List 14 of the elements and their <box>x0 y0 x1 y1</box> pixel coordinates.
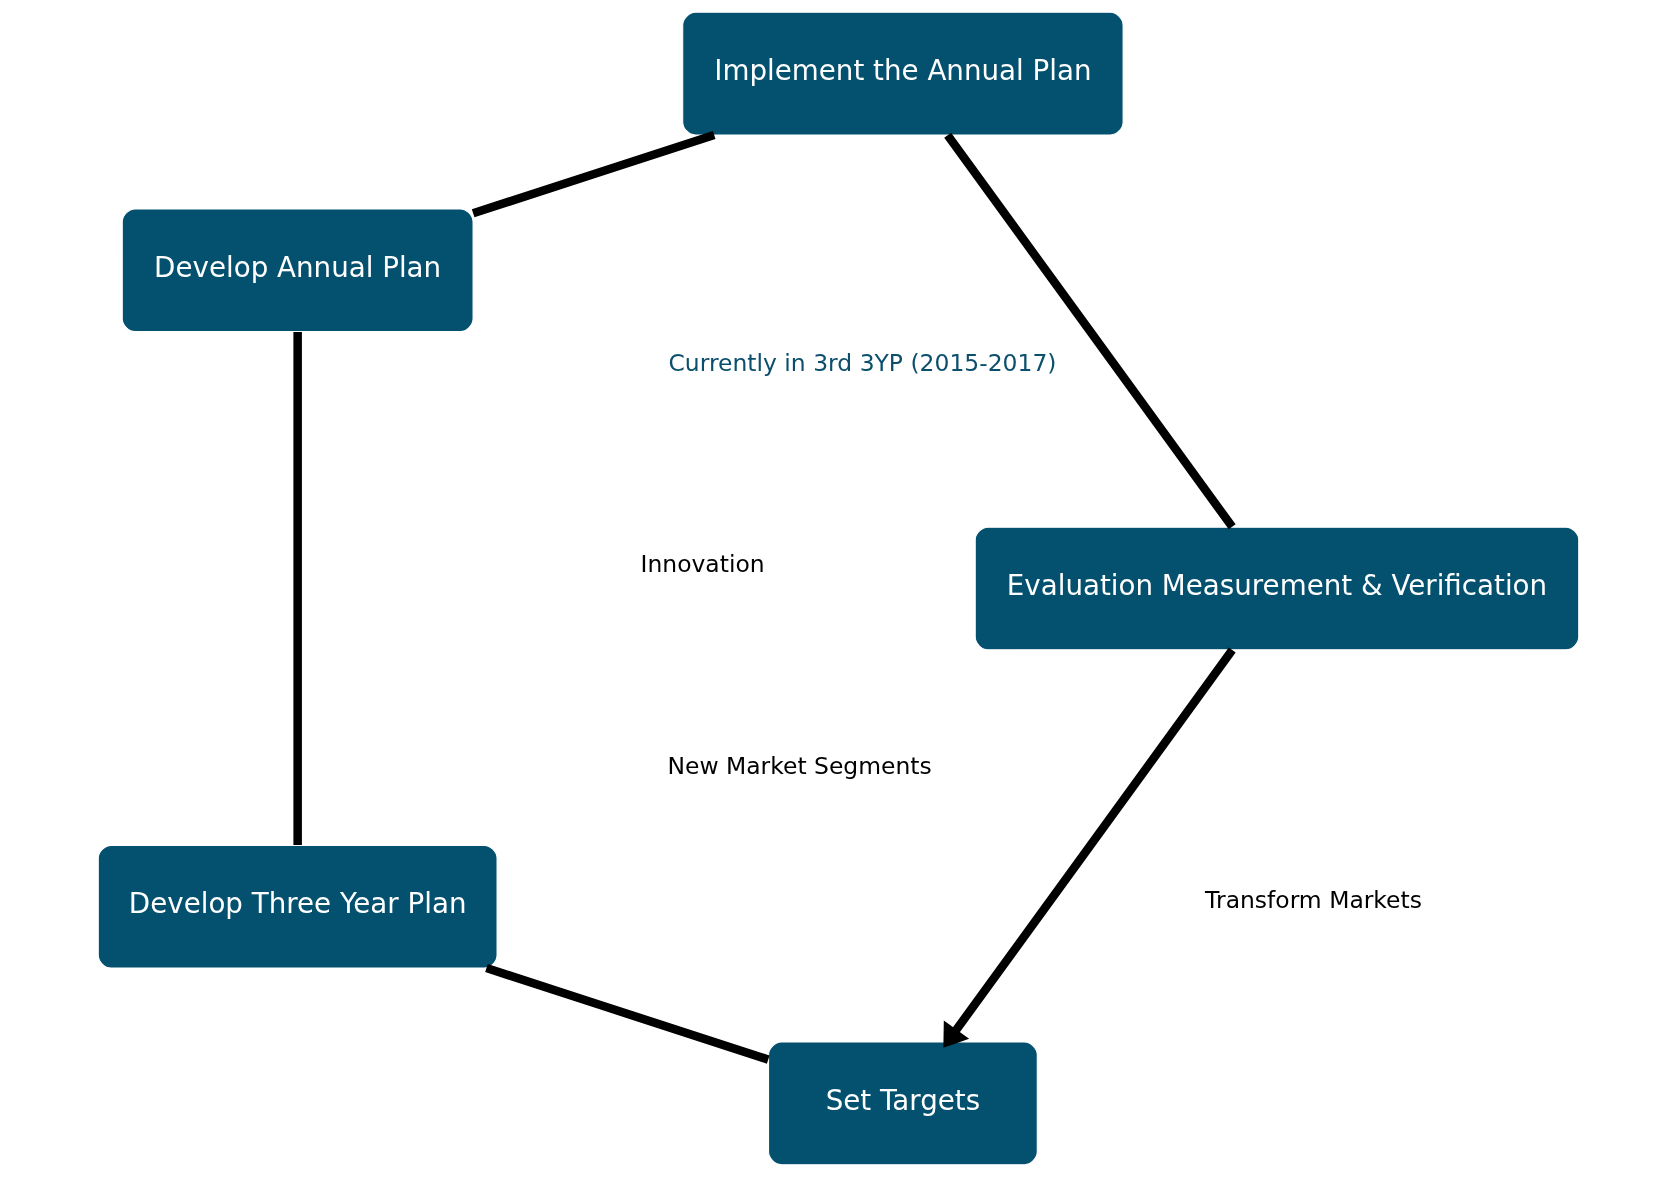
connector <box>471 130 716 218</box>
connector <box>944 132 1236 530</box>
arrow <box>943 647 1236 1048</box>
node-box: Develop Annual Plan <box>121 208 474 333</box>
node-box: Set Targets <box>768 1041 1038 1166</box>
label: Innovation <box>640 550 765 579</box>
connector <box>485 964 770 1064</box>
node-box: Evaluation Measurement & Verification <box>974 526 1580 651</box>
node-box: Implement the Annual Plan <box>682 11 1124 136</box>
node-box: Develop Three Year Plan <box>97 844 498 969</box>
label: Transform Markets <box>1205 885 1422 914</box>
connector <box>293 331 302 846</box>
label: Currently in 3rd 3YP (2015-2017) <box>668 348 1057 377</box>
label: New Market Segments <box>667 751 932 780</box>
